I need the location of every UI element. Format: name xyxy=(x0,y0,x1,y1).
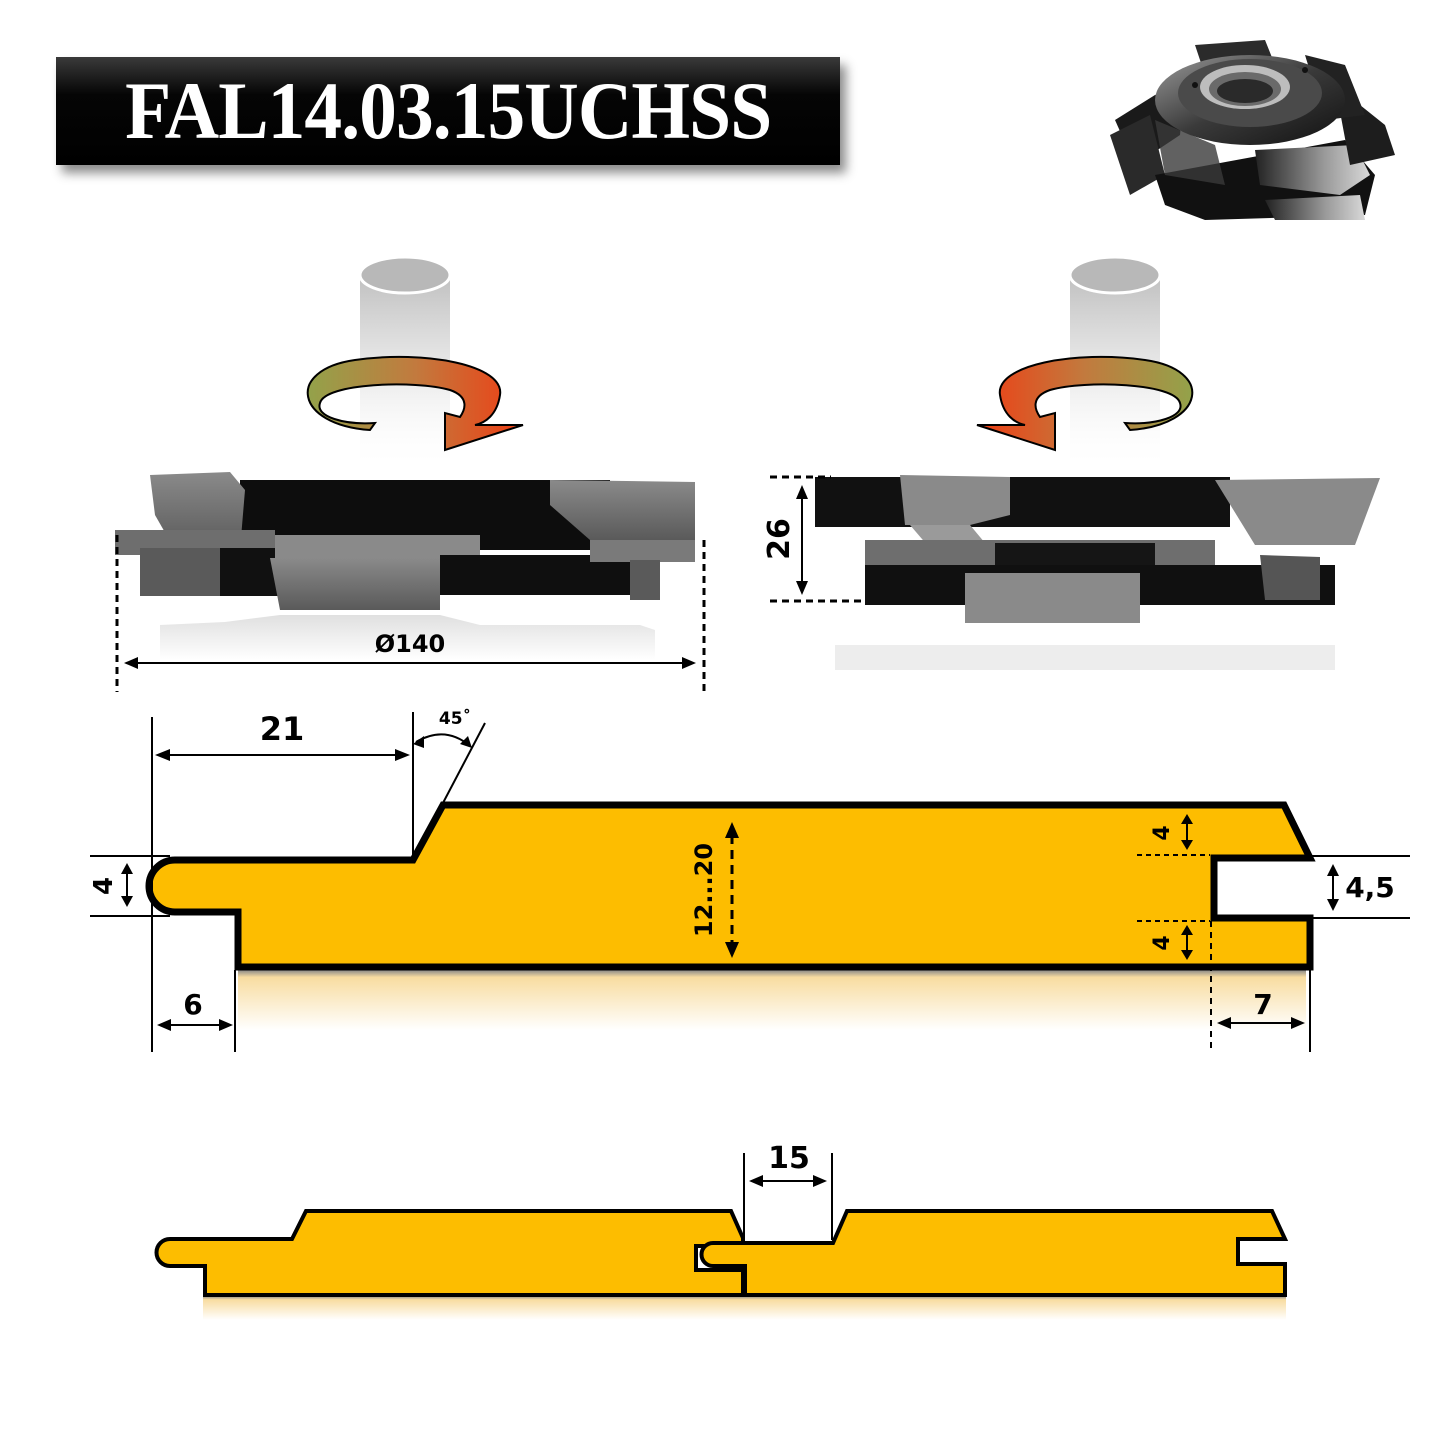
diameter-label: Ø140 xyxy=(375,630,446,658)
board-assembly-diagram: 15 xyxy=(154,1141,1289,1320)
board-profile-diagram: 45˚ 21 4 6 12...20 4 4 4,5 7 xyxy=(89,707,1410,1052)
board-right xyxy=(699,1209,1289,1297)
groove-depth-label: 7 xyxy=(1253,988,1272,1021)
product-code-title: FAL14.03.15UCHSS xyxy=(124,65,772,156)
clockwise-rotation-arrow-icon xyxy=(306,255,524,470)
cutter-side-view-left: Ø140 xyxy=(115,472,706,692)
chamfer-angle-label: 45˚ xyxy=(439,707,471,729)
gap-label: 15 xyxy=(768,1141,810,1176)
height-label: 26 xyxy=(765,518,797,560)
milling-cutter-head-icon xyxy=(1110,40,1395,220)
shoulder-offset-label: 6 xyxy=(183,988,202,1021)
product-code-banner: FAL14.03.15UCHSS xyxy=(56,57,840,165)
board-profile-shape xyxy=(145,801,1316,971)
board-left xyxy=(154,1209,745,1297)
groove-bottom-wall-label: 4 xyxy=(1150,935,1175,950)
groove-width-label: 4,5 xyxy=(1345,871,1395,904)
board-thickness-label: 12...20 xyxy=(690,843,718,937)
groove-top-wall-label: 4 xyxy=(1150,825,1175,840)
cutter-side-view-right: 26 xyxy=(765,475,1380,670)
tongue-length-label: 21 xyxy=(260,710,305,748)
counterclockwise-rotation-arrow-icon xyxy=(976,255,1194,470)
tongue-thickness-label: 4 xyxy=(89,877,119,895)
